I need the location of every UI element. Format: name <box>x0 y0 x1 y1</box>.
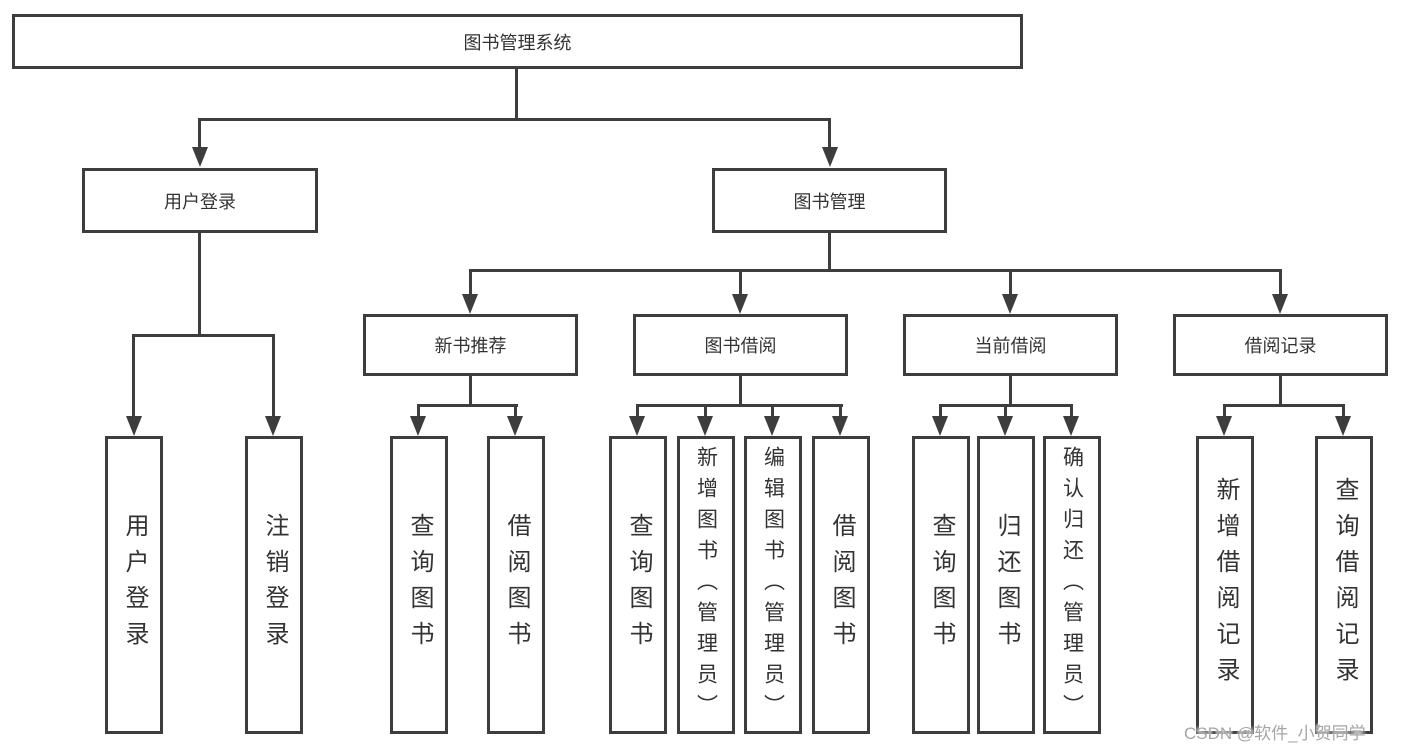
arrowhead-to-current-borrow <box>1002 294 1018 314</box>
arrowhead-to-add-borrow-record <box>1216 416 1232 436</box>
connector-user-login-stem <box>198 233 201 336</box>
node-user-login: 用户登录 <box>82 168 318 233</box>
connector-book-borrow-drop-1 <box>636 404 639 418</box>
connector-borrow-records-drop-2 <box>1342 404 1345 418</box>
leaf-user-login: 用户登录 <box>105 436 163 734</box>
connector-borrow-records-drop-1 <box>1223 404 1226 418</box>
arrowhead-to-query-books-2 <box>629 416 645 436</box>
node-system-root: 图书管理系统 <box>12 14 1023 69</box>
connector-root-bus <box>198 118 831 121</box>
arrowhead-to-edit-book-admin <box>764 416 780 436</box>
arrowhead-to-new-book-recommend <box>462 294 478 314</box>
leaf-edit-book-admin: 编辑图书（管理员） <box>744 436 802 734</box>
connector-root-drop-right <box>828 118 831 150</box>
arrowhead-to-query-books-1 <box>410 416 426 436</box>
connector-book-borrow-drop-4 <box>839 404 842 418</box>
leaf-add-book-admin: 新增图书（管理员） <box>677 436 735 734</box>
arrowhead-to-borrow-books-1 <box>507 416 523 436</box>
connector-book-borrow-drop-2 <box>704 404 707 418</box>
connector-user-login-drop-2 <box>272 334 275 418</box>
leaf-query-books-2: 查询图书 <box>609 436 667 734</box>
connector-book-borrow-drop-3 <box>771 404 774 418</box>
leaf-borrow-books-1: 借阅图书 <box>487 436 545 734</box>
arrowhead-to-query-borrow-record <box>1335 416 1351 436</box>
arrowhead-to-query-books-3 <box>932 416 948 436</box>
node-borrow-records: 借阅记录 <box>1173 314 1388 376</box>
connector-user-login-bus <box>132 334 275 337</box>
connector-current-borrow-stem <box>1009 376 1012 406</box>
leaf-query-books-3: 查询图书 <box>912 436 970 734</box>
connector-current-borrow-drop-1 <box>939 404 942 418</box>
connector-new-book-drop-1 <box>417 404 420 418</box>
leaf-add-borrow-record: 新增借阅记录 <box>1196 436 1254 734</box>
csdn-watermark: CSDN @软件_小贺同学 <box>1184 724 1366 743</box>
connector-book-mgmt-drop-3 <box>1009 269 1012 296</box>
arrowhead-to-borrow-records <box>1272 294 1288 314</box>
connector-new-book-drop-2 <box>514 404 517 418</box>
arrowhead-to-add-book-admin <box>697 416 713 436</box>
connector-book-borrow-stem <box>739 376 742 406</box>
arrowhead-to-leaf-user-login <box>126 416 142 436</box>
node-book-management: 图书管理 <box>712 168 947 233</box>
leaf-borrow-books-2: 借阅图书 <box>812 436 870 734</box>
connector-book-borrow-bus <box>636 404 843 407</box>
leaf-return-book: 归还图书 <box>977 436 1035 734</box>
arrowhead-to-return-book <box>997 416 1013 436</box>
connector-book-mgmt-stem <box>828 233 831 271</box>
connector-root-drop-left <box>198 118 201 150</box>
arrowhead-to-leaf-logout <box>265 416 281 436</box>
node-current-borrow: 当前借阅 <box>903 314 1118 376</box>
node-new-book-recommend: 新书推荐 <box>363 314 578 376</box>
connector-root-stem <box>515 69 518 120</box>
arrowhead-to-confirm-return <box>1063 416 1079 436</box>
arrowhead-to-book-borrow <box>732 294 748 314</box>
connector-new-book-bus <box>417 404 518 407</box>
arrowhead-to-user-login <box>192 147 208 167</box>
leaf-confirm-return-admin: 确认归还（管理员） <box>1043 436 1101 734</box>
leaf-query-borrow-record: 查询借阅记录 <box>1315 436 1373 734</box>
connector-new-book-stem <box>469 376 472 406</box>
connector-book-mgmt-drop-2 <box>739 269 742 296</box>
arrowhead-to-borrow-books-2 <box>832 416 848 436</box>
leaf-logout: 注销登录 <box>245 436 303 734</box>
connector-book-mgmt-bus <box>469 269 1282 272</box>
connector-user-login-drop-1 <box>132 334 135 418</box>
node-book-borrow: 图书借阅 <box>633 314 848 376</box>
arrowhead-to-book-management <box>822 147 838 167</box>
connector-book-mgmt-drop-4 <box>1279 269 1282 296</box>
connector-current-borrow-drop-2 <box>1004 404 1007 418</box>
leaf-query-books-1: 查询图书 <box>390 436 448 734</box>
connector-current-borrow-drop-3 <box>1070 404 1073 418</box>
connector-book-mgmt-drop-1 <box>469 269 472 296</box>
connector-borrow-records-bus <box>1223 404 1345 407</box>
connector-borrow-records-stem <box>1279 376 1282 406</box>
